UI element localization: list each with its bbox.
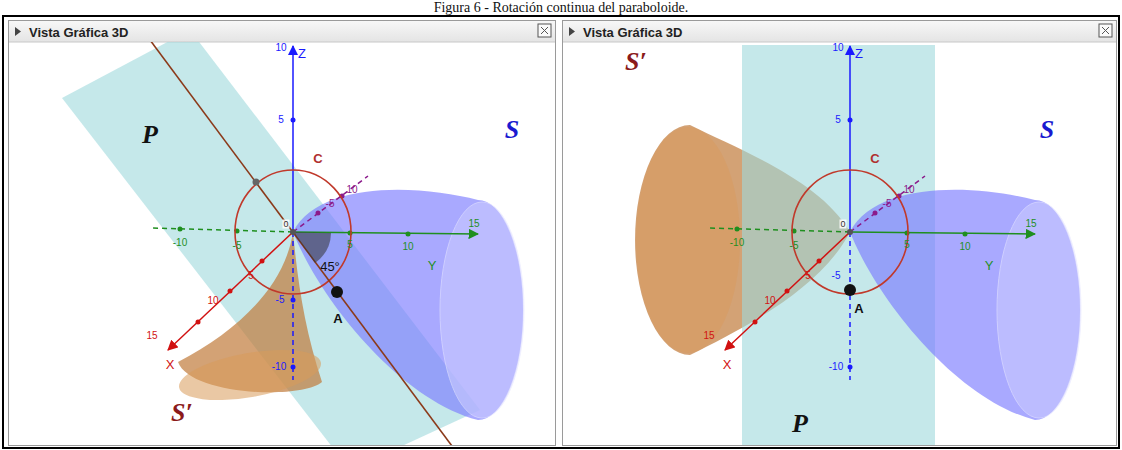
tick-label: 15	[703, 331, 714, 341]
graphics-view-panel: Vista Gráfica 3D	[8, 20, 556, 446]
z-axis	[292, 46, 294, 232]
tick-label: 10	[764, 296, 775, 306]
rotation-axis-line	[150, 42, 452, 445]
tick-label: 5	[278, 115, 284, 125]
tick-label: 10	[275, 43, 286, 53]
panel-title: Vista Gráfica 3D	[583, 25, 682, 40]
circle-c	[792, 170, 908, 294]
tick-label: 10	[832, 43, 843, 53]
tick-label: 5	[248, 271, 254, 281]
tick-label: -5	[832, 271, 841, 281]
axis-name: X	[166, 358, 175, 371]
z-axis	[849, 46, 851, 232]
tick-label: -5	[326, 199, 335, 209]
angle-wedge	[293, 232, 331, 263]
circle-c	[235, 170, 351, 294]
tick-label: -10	[730, 238, 744, 248]
tick-label: 5	[347, 240, 353, 250]
circle-label: C	[870, 152, 879, 165]
axis-name: Y	[428, 259, 437, 272]
tick-label: 5	[904, 240, 910, 250]
panel-title: Vista Gráfica 3D	[29, 25, 128, 40]
point-a	[331, 286, 343, 298]
plane-label: P	[792, 411, 808, 437]
point-a	[844, 284, 856, 296]
collapse-triangle	[15, 27, 21, 36]
axis-name: Z	[855, 47, 863, 60]
graphics-view-panel: Vista Gráfica 3D	[562, 20, 1117, 446]
tick-label: -5	[883, 199, 892, 209]
tick-label: 15	[146, 331, 157, 341]
tick-label: -5	[233, 241, 242, 251]
tick-label: 10	[207, 296, 218, 306]
tick-label: 15	[468, 219, 479, 229]
surface-label: S	[505, 117, 519, 143]
tick-label: 0	[282, 220, 289, 229]
title-bar	[563, 21, 1116, 42]
panel-title-bar: Vista Gráfica 3D	[563, 21, 1116, 43]
title-bar	[9, 21, 555, 42]
axis-name: Y	[985, 259, 994, 272]
tick-label: 10	[346, 185, 357, 195]
plane-p	[742, 45, 935, 445]
paraboloid-s	[293, 190, 523, 420]
tick-label: 15	[1025, 219, 1036, 229]
tick-label: 10	[959, 242, 970, 252]
plane-label: P	[142, 122, 158, 148]
figure-caption: Figura 6 - Rotación continua del parabol…	[0, 0, 1122, 16]
axis-name: Z	[298, 47, 306, 60]
tick-label: 10	[903, 185, 914, 195]
panel-title-bar: Vista Gráfica 3D	[9, 21, 555, 43]
point-label: A	[854, 302, 863, 315]
tick-label: 10	[402, 242, 413, 252]
surface-label: S′	[171, 400, 193, 426]
y-axis	[850, 232, 1035, 234]
tick-label: -10	[829, 362, 843, 372]
circle-label: C	[313, 152, 322, 165]
surface-label: S	[1040, 117, 1054, 143]
collapse-triangle	[569, 27, 575, 36]
tick-label: -10	[173, 238, 187, 248]
tick-label: 5	[805, 271, 811, 281]
surface-label: S′	[625, 49, 647, 75]
tick-label: -10	[272, 362, 286, 372]
point-label: A	[333, 312, 342, 325]
tick-label: 0	[839, 220, 846, 229]
angle-label: 45°	[320, 260, 340, 273]
tick-label: 5	[835, 115, 841, 125]
axis-name: X	[723, 358, 732, 371]
tick-label: -5	[276, 295, 285, 305]
tick-label: -5	[790, 241, 799, 251]
paraboloid-s	[850, 190, 1080, 420]
